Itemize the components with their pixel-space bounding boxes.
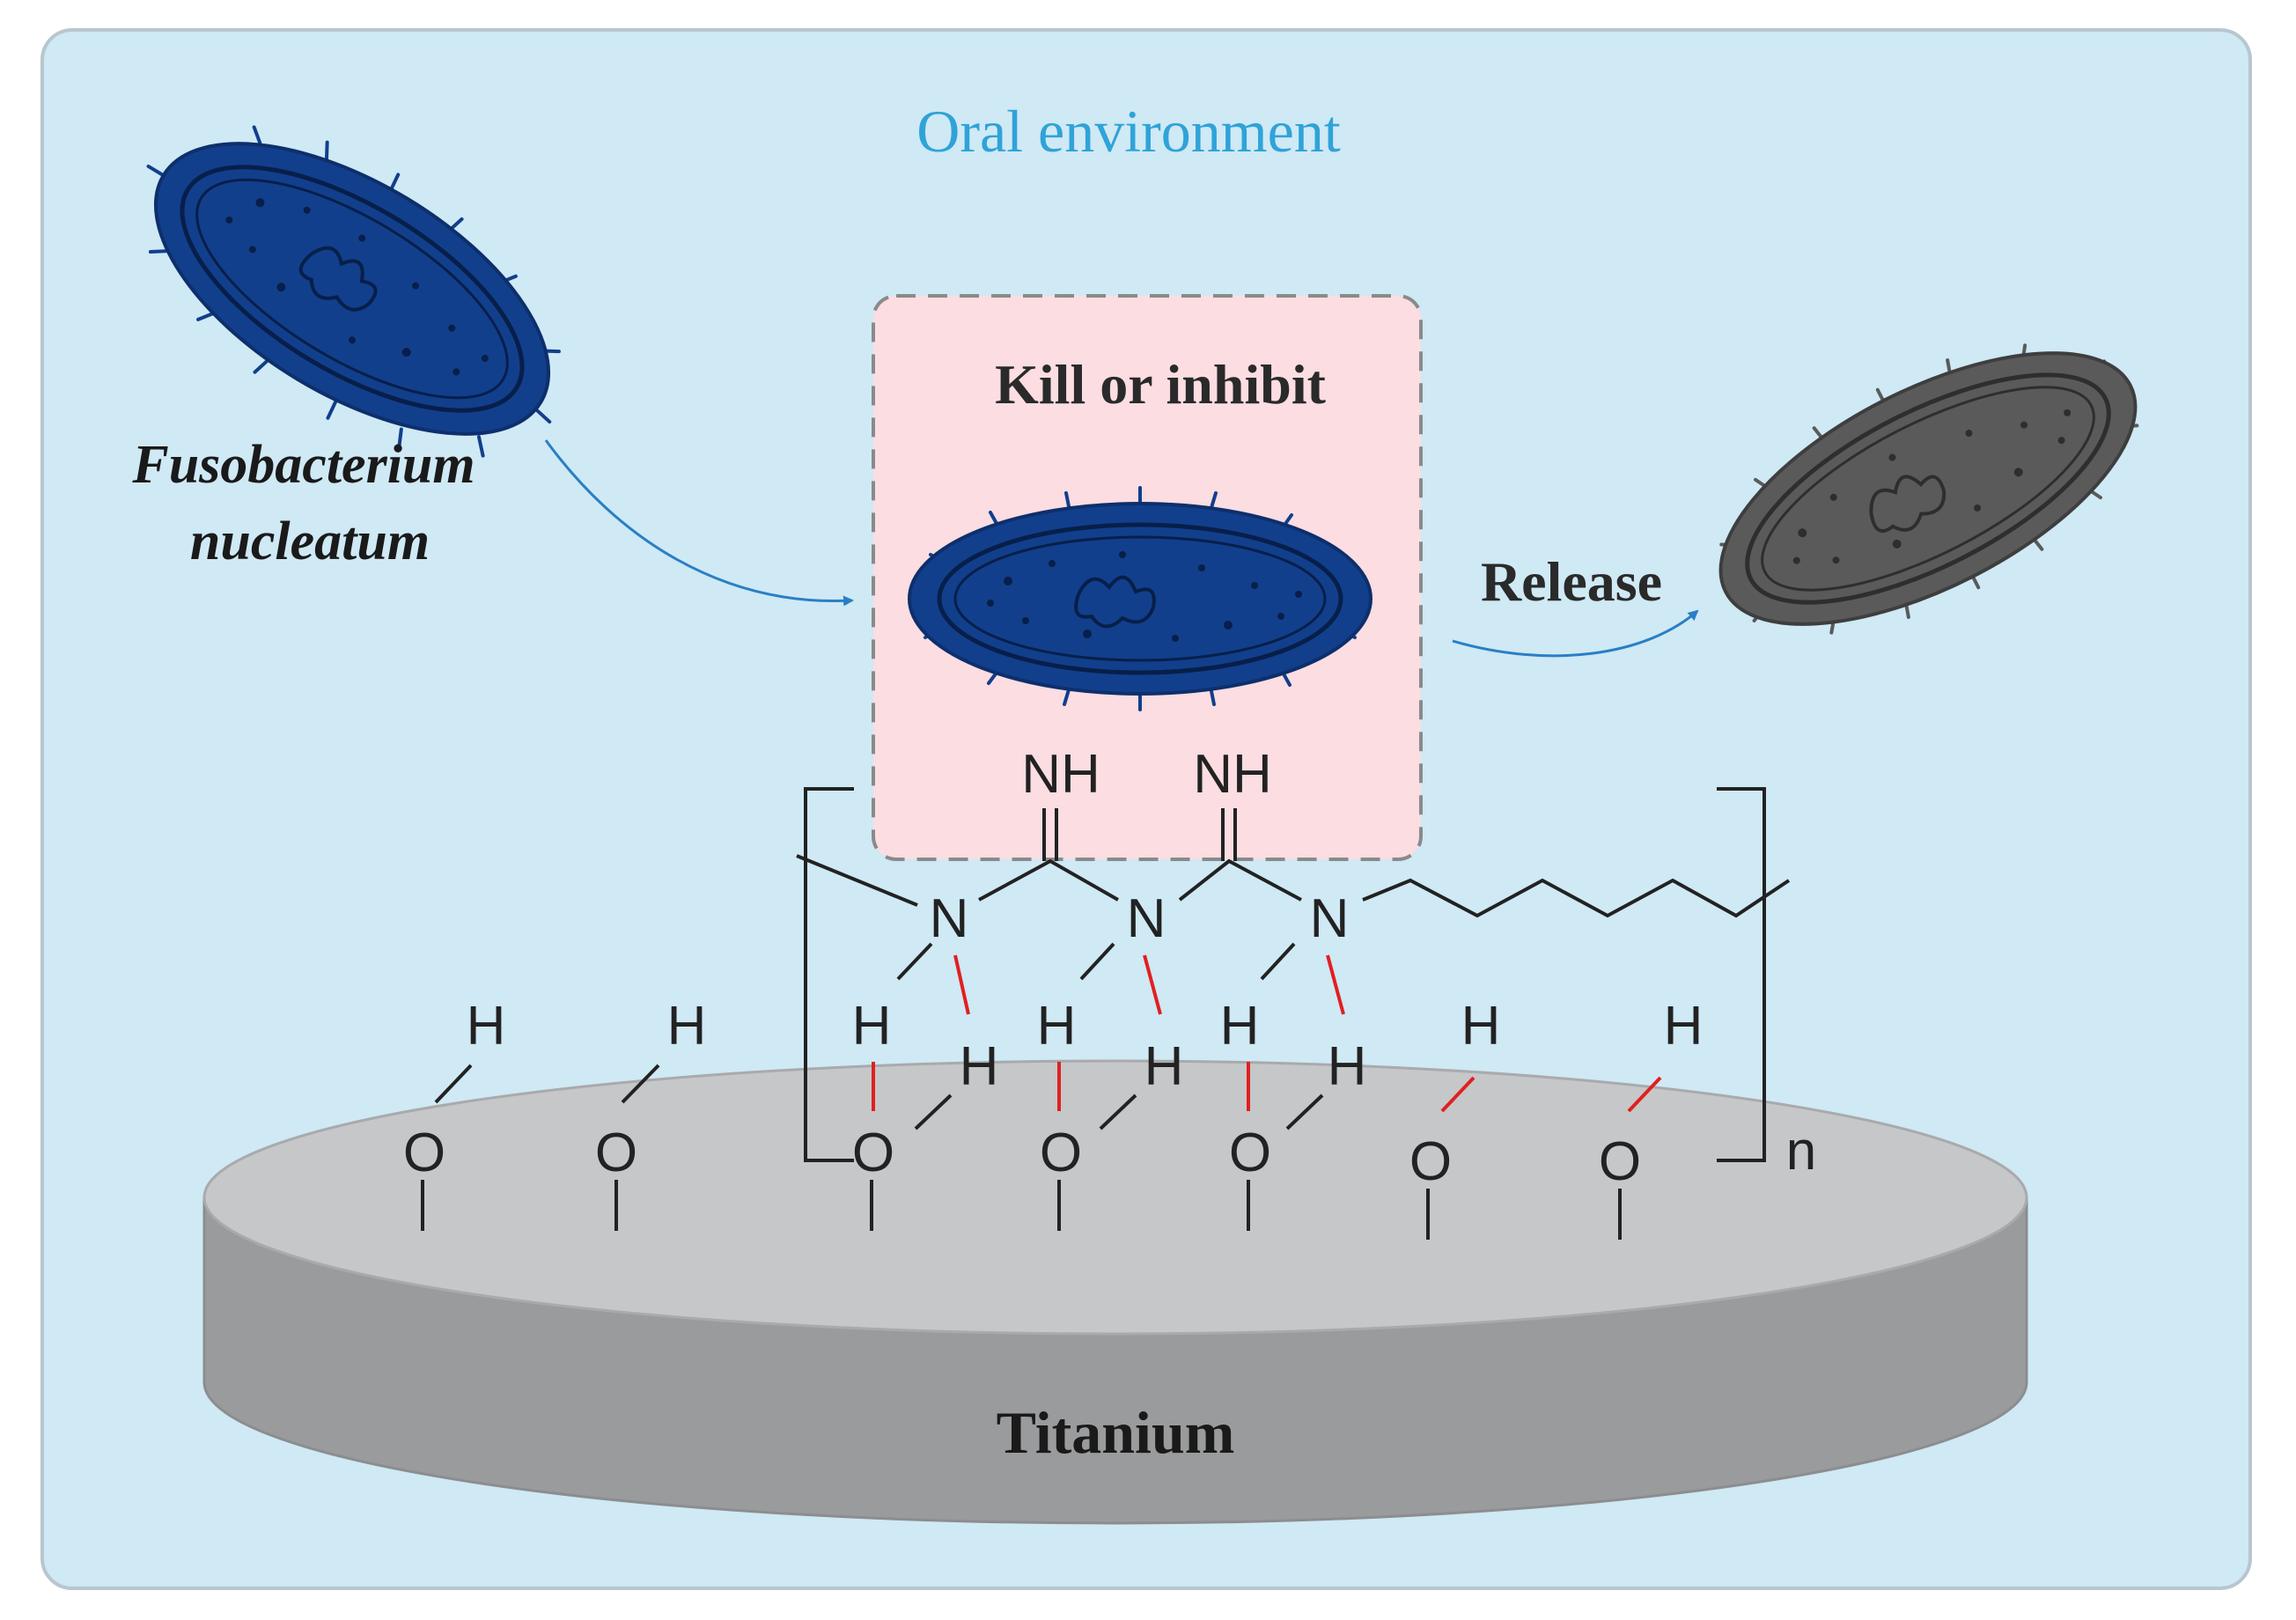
polymer-backbone	[796, 854, 1791, 918]
oxygen-label: O	[403, 1123, 445, 1183]
hydrogen-label: H	[1220, 996, 1260, 1057]
oxygen-label: O	[1229, 1123, 1271, 1183]
diagram-title: Oral environment	[916, 98, 1341, 165]
hydrogen-bonds-n	[953, 954, 1345, 1015]
arrow-to-surface	[544, 439, 854, 607]
oxygen-label: O	[1409, 1131, 1452, 1192]
surface-hydroxyl-bonds	[421, 1064, 1622, 1240]
oxygen-label: O	[595, 1123, 637, 1183]
hydrogen-label: H	[1461, 996, 1501, 1057]
titanium-disk	[202, 1059, 2028, 1525]
bacterium-name-line2: nucleatum	[190, 512, 430, 571]
imine-label-1: NH	[1021, 744, 1100, 805]
repeat-bracket-left	[804, 787, 854, 1162]
oxygen-label: O	[1599, 1131, 1641, 1192]
titanium-disk-top	[202, 1059, 2028, 1336]
bacterium-dead-icon	[1718, 343, 2139, 635]
bacterium-live-icon	[146, 125, 561, 458]
repeat-subscript: n	[1786, 1121, 1816, 1182]
hydrogen-label: H	[1664, 996, 1704, 1057]
hydrogen-label: H	[1144, 1036, 1184, 1097]
oxygen-label: O	[852, 1123, 894, 1183]
hydrogen-label: H	[960, 1036, 999, 1097]
hydrogen-label: H	[1037, 996, 1077, 1057]
bacterium-bound-icon	[908, 486, 1372, 711]
n-h-bonds	[896, 942, 1296, 981]
polymer-structure	[796, 787, 1791, 1162]
amine-label-1: N	[930, 888, 969, 949]
titanium-label: Titanium	[997, 1399, 1235, 1466]
bacterium-name-line1: Fusobacterium	[131, 435, 475, 495]
hydrogen-label: H	[852, 996, 892, 1057]
polymer-labels: NH NH N N N n	[930, 744, 1817, 1182]
hydrogen-bonds-surface	[872, 1062, 1662, 1113]
imine-double-bond-1	[1042, 808, 1058, 861]
amine-label-2: N	[1127, 888, 1166, 949]
amine-label-3: N	[1310, 888, 1350, 949]
oxygen-label: O	[1040, 1123, 1082, 1183]
imine-double-bond-2	[1221, 808, 1237, 861]
hydrogen-label: H	[467, 996, 506, 1057]
imine-label-2: NH	[1193, 744, 1272, 805]
hydrogen-label: H	[667, 996, 707, 1057]
kill-or-inhibit-label: Kill or inhibit	[995, 353, 1327, 416]
release-arrow	[1452, 609, 1699, 658]
release-label: Release	[1481, 550, 1662, 613]
hydrogen-label: H	[1328, 1036, 1367, 1097]
repeat-bracket-right	[1717, 787, 1766, 1162]
surface-atom-labels: O O O O O O O H H H H H H H H H H	[403, 996, 1704, 1192]
